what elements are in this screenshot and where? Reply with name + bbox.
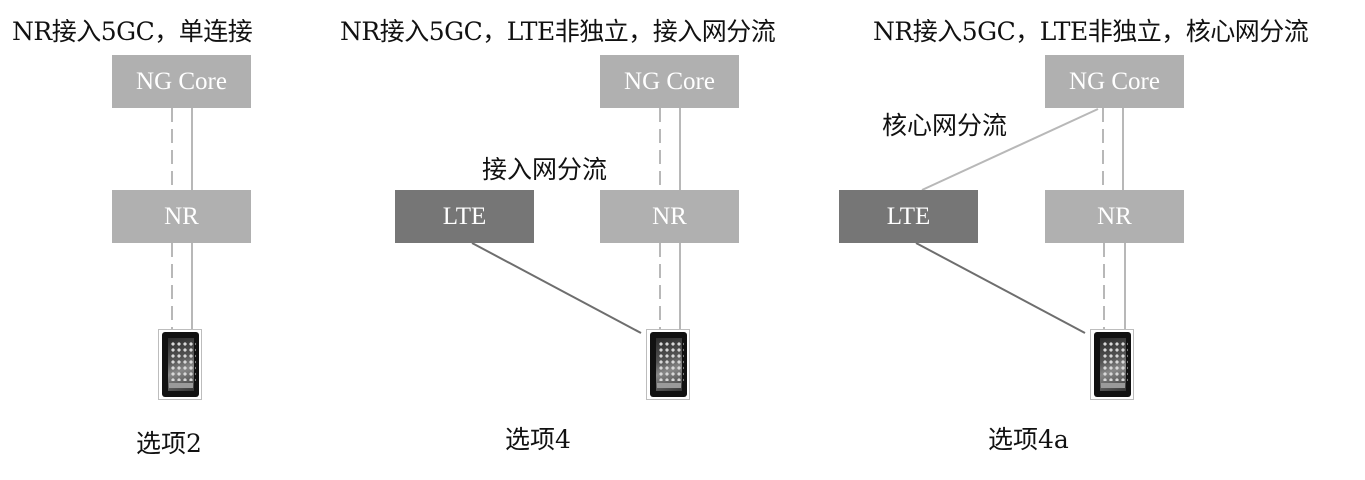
- nr-node: NR: [112, 190, 251, 243]
- ng-core-node: NG Core: [112, 55, 251, 108]
- p3-lte-ue-link: [915, 242, 1086, 334]
- nr-node: NR: [1045, 190, 1184, 243]
- ng-core-node: NG Core: [1045, 55, 1184, 108]
- p2-lte-ue-link: [471, 242, 642, 334]
- split-annotation: 核心网分流: [882, 111, 1008, 140]
- lte-node: LTE: [395, 190, 534, 243]
- panel-title: NR接入5GC，LTE非独立，核心网分流: [873, 17, 1309, 46]
- lte-node: LTE: [839, 190, 978, 243]
- split-annotation: 接入网分流: [482, 155, 608, 184]
- option-caption: 选项4a: [988, 425, 1069, 454]
- smartphone-icon: [646, 329, 690, 400]
- panel-title: NR接入5GC，LTE非独立，接入网分流: [340, 17, 776, 46]
- option-caption: 选项2: [136, 429, 202, 458]
- smartphone-icon: [1090, 329, 1134, 400]
- ng-core-node: NG Core: [600, 55, 739, 108]
- smartphone-icon: [158, 329, 202, 400]
- option-caption: 选项4: [505, 425, 571, 454]
- nr-node: NR: [600, 190, 739, 243]
- panel-title: NR接入5GC，单连接: [12, 17, 253, 46]
